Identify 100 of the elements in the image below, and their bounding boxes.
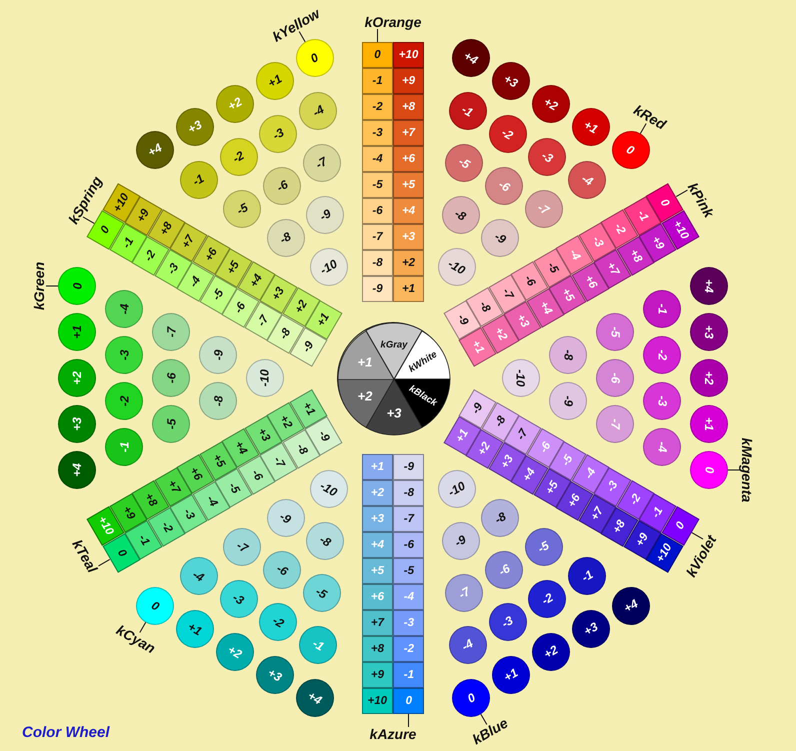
color-circle: +4 bbox=[136, 131, 174, 170]
color-circle: -2 bbox=[528, 580, 566, 618]
color-circle: -6 bbox=[263, 166, 301, 205]
color-swatch-cell: -4 bbox=[362, 146, 393, 172]
color-circle: +3 bbox=[256, 656, 294, 694]
color-circle: +1 bbox=[256, 62, 294, 100]
color-circle: 0 bbox=[58, 267, 96, 305]
color-circle: +3 bbox=[492, 62, 530, 100]
color-circle: -2 bbox=[488, 114, 527, 153]
color-swatch-cell: +10 bbox=[362, 688, 393, 714]
color-circle: -6 bbox=[152, 359, 190, 397]
color-circle: +2 bbox=[216, 85, 254, 124]
color-circle: -10 bbox=[246, 359, 284, 397]
color-circle: -10 bbox=[438, 470, 476, 508]
color-circle: -6 bbox=[485, 551, 523, 590]
color-circle: +2 bbox=[216, 632, 254, 671]
color-swatch-cell: -7 bbox=[393, 506, 424, 532]
color-circle: -3 bbox=[105, 336, 143, 374]
color-swatch-cell: -5 bbox=[362, 172, 393, 198]
color-swatch-cell: -8 bbox=[393, 480, 424, 506]
color-circle: +3 bbox=[572, 610, 610, 648]
color-circle: -3 bbox=[259, 114, 298, 153]
color-circle: -9 bbox=[442, 522, 480, 560]
color-swatch-cell: +3 bbox=[393, 224, 424, 250]
leader-line bbox=[98, 558, 110, 566]
color-circle: -7 bbox=[445, 574, 484, 612]
leader-line bbox=[480, 714, 488, 725]
color-circle: +2 bbox=[532, 632, 570, 671]
color-circle: -1 bbox=[180, 160, 218, 199]
color-circle: +4 bbox=[452, 39, 490, 78]
leader-line bbox=[676, 190, 688, 198]
color-circle: 0 bbox=[136, 586, 174, 625]
color-circle: 0 bbox=[296, 39, 334, 78]
color-swatch-cell: +8 bbox=[362, 636, 393, 662]
color-swatch-cell: +6 bbox=[362, 584, 393, 610]
color-circle: 0 bbox=[452, 678, 490, 717]
color-circle: -7 bbox=[152, 313, 190, 351]
color-circle: -5 bbox=[223, 190, 262, 228]
color-swatch-cell: +1 bbox=[362, 454, 393, 480]
color-circle: -3 bbox=[220, 580, 258, 618]
color-circle: 0 bbox=[690, 451, 728, 489]
color-circle: -2 bbox=[220, 138, 258, 176]
color-circle: -4 bbox=[448, 626, 487, 664]
color-circle: -4 bbox=[568, 160, 606, 199]
color-swatch-cell: +4 bbox=[362, 532, 393, 558]
leader-line bbox=[82, 216, 95, 224]
color-swatch-cell: +5 bbox=[393, 172, 424, 198]
color-circle: +1 bbox=[690, 405, 728, 443]
color-circle: +3 bbox=[58, 405, 96, 443]
color-circle: -9 bbox=[549, 382, 587, 420]
color-swatch-cell: -8 bbox=[362, 250, 393, 276]
color-circle: -1 bbox=[643, 290, 681, 328]
color-swatch-cell: +1 bbox=[393, 276, 424, 302]
color-circle: -10 bbox=[310, 248, 348, 286]
color-circle: -4 bbox=[180, 557, 218, 596]
color-circle: +2 bbox=[690, 359, 728, 397]
color-swatch-cell: 0 bbox=[393, 688, 424, 714]
leader-line bbox=[691, 532, 704, 540]
color-name: kAzure bbox=[370, 727, 416, 741]
leader-line bbox=[408, 714, 409, 728]
color-circle: -7 bbox=[596, 405, 634, 443]
color-circle: -2 bbox=[259, 603, 298, 642]
color-swatch-cell: +6 bbox=[393, 146, 424, 172]
color-circle: -7 bbox=[524, 190, 563, 228]
color-circle: +1 bbox=[572, 108, 610, 146]
color-swatch-cell: +9 bbox=[393, 68, 424, 94]
color-circle: -2 bbox=[105, 382, 143, 420]
color-swatch-cell: +10 bbox=[393, 42, 424, 68]
color-swatch-cell: +5 bbox=[362, 558, 393, 584]
color-circle: -8 bbox=[481, 499, 520, 538]
color-swatch-cell: +2 bbox=[393, 250, 424, 276]
color-swatch-cell: -3 bbox=[393, 610, 424, 636]
color-circle: -5 bbox=[524, 528, 563, 566]
color-circle: -8 bbox=[442, 196, 480, 234]
color-circle: +4 bbox=[690, 267, 728, 305]
color-circle: -10 bbox=[502, 359, 540, 397]
color-swatch-cell: -6 bbox=[393, 532, 424, 558]
color-circle: +4 bbox=[296, 678, 334, 717]
color-circle: -5 bbox=[596, 313, 634, 351]
color-circle: -9 bbox=[306, 196, 344, 234]
color-circle: -6 bbox=[485, 166, 523, 205]
color-circle: -8 bbox=[306, 522, 344, 560]
color-circle: -1 bbox=[105, 428, 143, 466]
color-circle: -3 bbox=[488, 603, 527, 642]
color-circle: -9 bbox=[481, 218, 520, 257]
color-name: kGreen bbox=[32, 262, 46, 310]
color-circle: +3 bbox=[690, 313, 728, 351]
color-swatch-cell: -6 bbox=[362, 198, 393, 224]
color-swatch-cell: -2 bbox=[393, 636, 424, 662]
color-circle: +1 bbox=[176, 610, 214, 648]
leader-line bbox=[139, 622, 146, 633]
color-swatch-cell: -5 bbox=[393, 558, 424, 584]
caption: Color Wheel bbox=[22, 724, 110, 741]
color-circle: -8 bbox=[549, 336, 587, 374]
color-circle: -1 bbox=[299, 626, 338, 664]
color-swatch-cell: +8 bbox=[393, 94, 424, 120]
color-swatch-cell: +9 bbox=[362, 662, 393, 688]
color-circle: +4 bbox=[58, 451, 96, 489]
color-swatch-cell: -9 bbox=[362, 276, 393, 302]
color-circle: -8 bbox=[199, 382, 237, 420]
